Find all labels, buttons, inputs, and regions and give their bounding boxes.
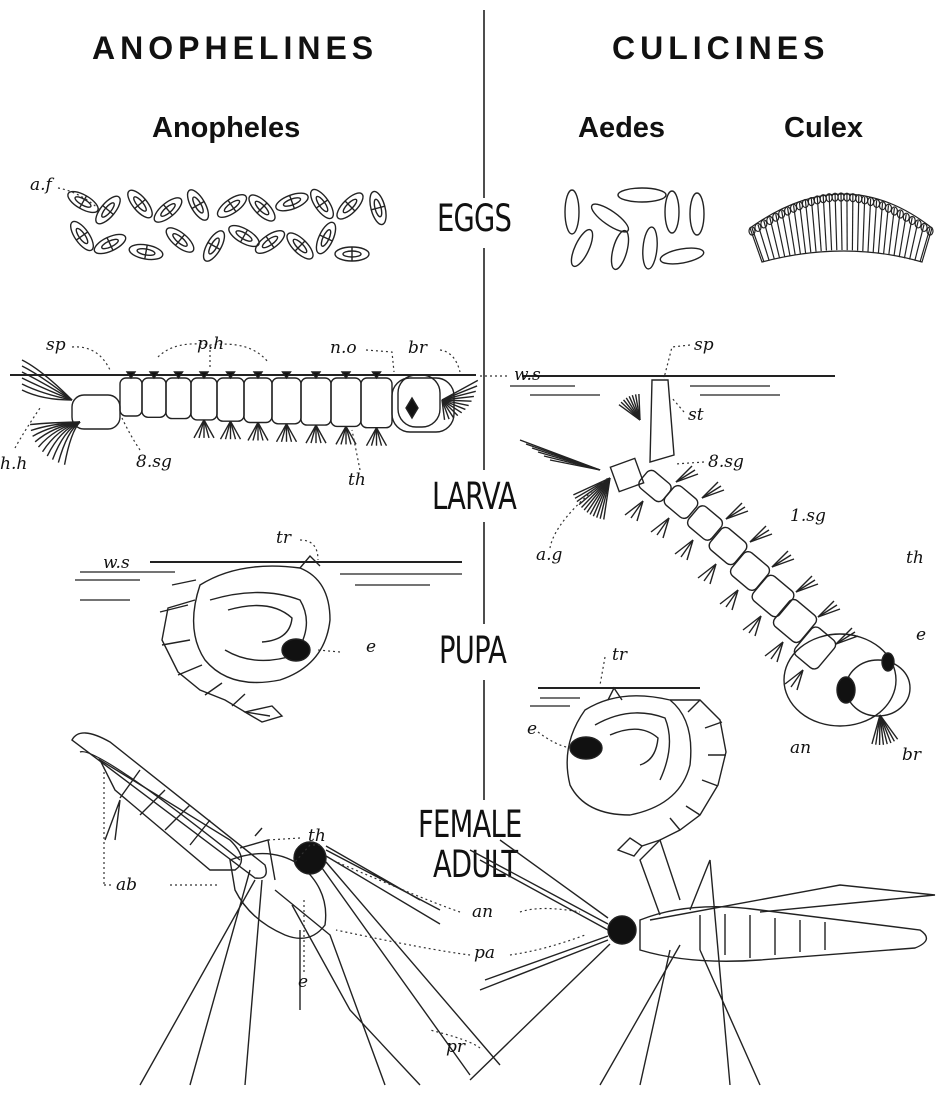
label-8sg-culex: 8.sg [708, 452, 744, 472]
label-e-adult: e [298, 972, 308, 992]
label-th-adult: th [308, 826, 326, 846]
label-th: th [348, 470, 366, 490]
label-pr: pr [446, 1037, 465, 1057]
label-8sg: 8.sg [136, 452, 172, 472]
label-tr-culex: tr [612, 645, 627, 665]
label-no: n.o [330, 338, 357, 358]
label-e-culex-larva: e [916, 625, 926, 645]
label-sp-culex: sp [694, 335, 714, 355]
label-pa: pa [474, 943, 495, 963]
label-an: an [472, 902, 493, 922]
label-br-culex: br [902, 745, 921, 765]
label-br: br [408, 338, 427, 358]
label-th-culex: th [906, 548, 924, 568]
label-ag: a.g [536, 545, 562, 565]
label-e-pupa-culex: e [527, 719, 537, 739]
label-1sg: 1.sg [790, 506, 826, 526]
label-tr: tr [276, 528, 291, 548]
label-ph: p.h [197, 334, 224, 354]
label-sp: sp [46, 335, 66, 355]
label-af: a.f [30, 175, 52, 195]
label-an-culex-larva: an [790, 738, 811, 758]
label-hh: h.h [0, 454, 27, 474]
label-st: st [688, 405, 704, 425]
label-ws-pupa: w.s [103, 553, 130, 573]
label-ab: ab [116, 875, 137, 895]
label-e-pupa: e [366, 637, 376, 657]
label-ws: w.s [514, 365, 541, 385]
